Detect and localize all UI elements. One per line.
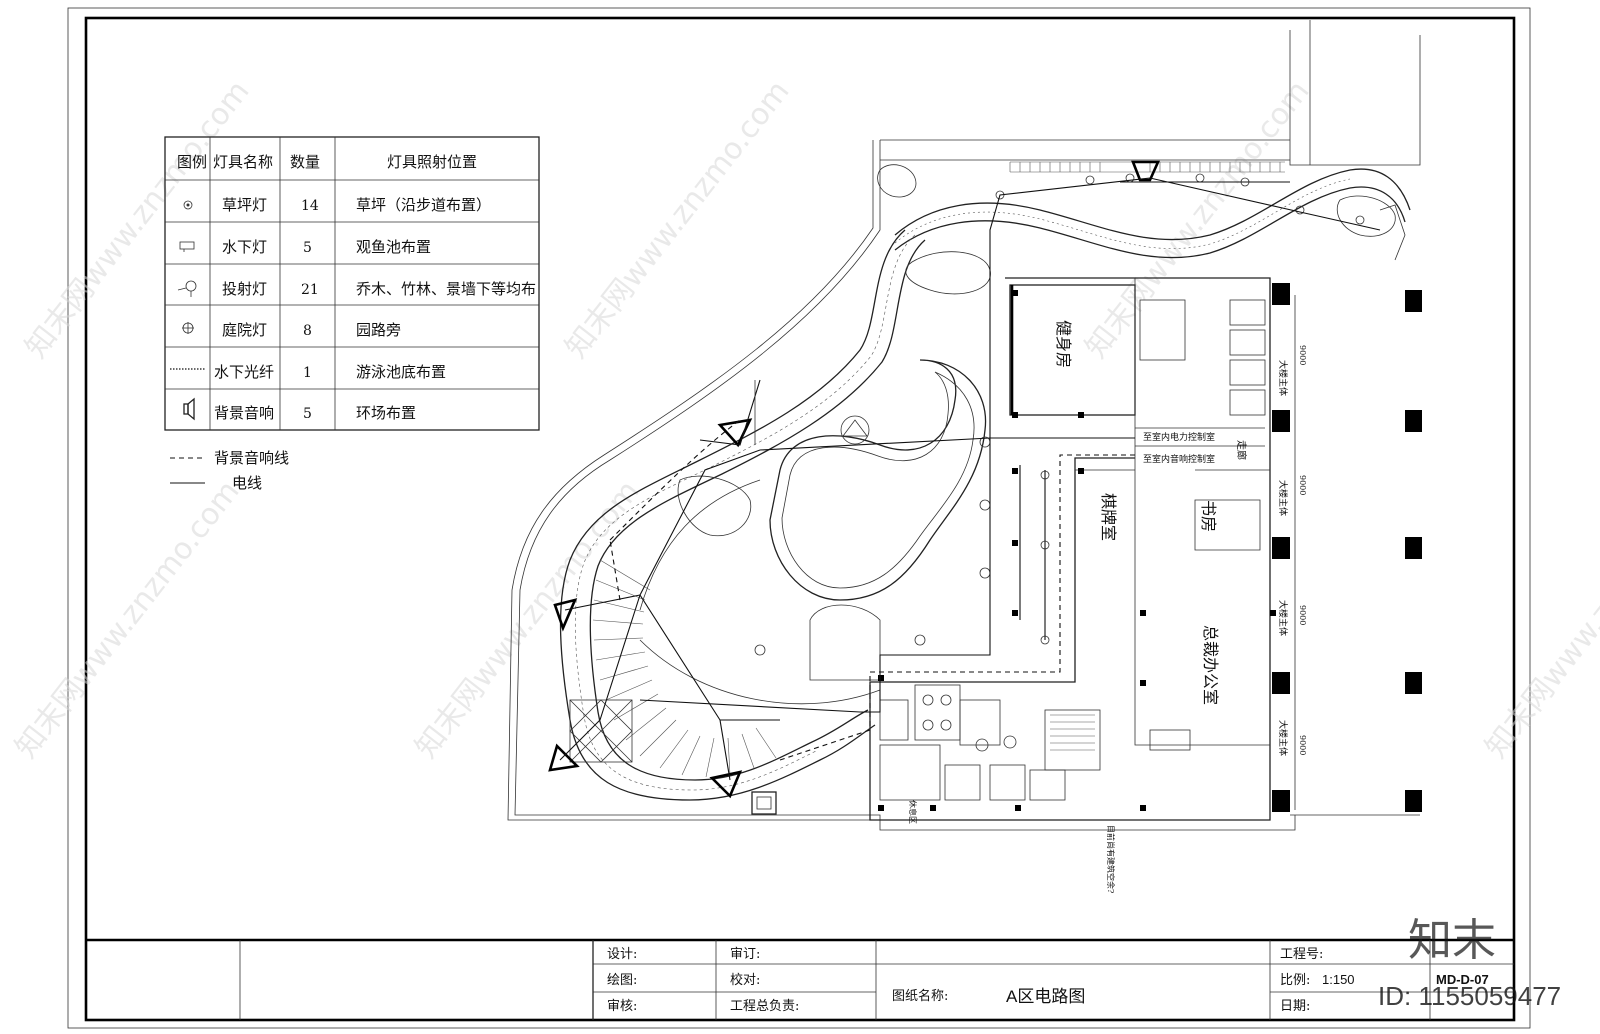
legend-row-position: 园路旁 bbox=[356, 321, 401, 339]
swimming-pool bbox=[769, 359, 987, 601]
legend-header-position: 灯具照射位置 bbox=[387, 153, 477, 171]
fixture-markers bbox=[878, 290, 1276, 811]
dimension-label-2: 9000 bbox=[1298, 475, 1307, 495]
scale-value: 1:150 bbox=[1322, 972, 1355, 987]
legend-header-qty: 数量 bbox=[290, 153, 320, 171]
legend-row-position: 环场布置 bbox=[356, 404, 416, 422]
garden-lamp-icon bbox=[182, 322, 194, 334]
legend-row-qty: 5 bbox=[303, 240, 312, 256]
site-boundary bbox=[514, 140, 1296, 831]
legend-row-name: 背景音响 bbox=[214, 404, 274, 422]
project-no-label: 工程号: bbox=[1280, 947, 1323, 962]
review-label: 审订: bbox=[730, 947, 760, 962]
watermark-site-6: 知末网www.znzmo.com bbox=[1479, 474, 1600, 765]
ceo-office-label: 总裁办公室 bbox=[1201, 625, 1220, 705]
legend-row-name: 投射灯 bbox=[222, 280, 267, 298]
legend-row-position: 观鱼池布置 bbox=[356, 238, 431, 256]
sound-line bbox=[779, 454, 1135, 761]
speaker-icon bbox=[183, 397, 195, 421]
drawing-label: 绘图: bbox=[607, 973, 637, 988]
rest-area-label: 休息区 bbox=[908, 800, 918, 824]
design-label: 设计: bbox=[607, 947, 637, 962]
drawing-number: MD-D-07 bbox=[1436, 972, 1489, 987]
gym-label: 健身房 bbox=[1054, 320, 1073, 368]
id-watermark: ID: 1155059477 bbox=[1378, 981, 1561, 1011]
drawing-frame bbox=[84, 16, 1516, 1022]
watermark-site-3: 知末网www.znzmo.com bbox=[1079, 74, 1317, 365]
site-plan: 健身房 至室内电力控制室 至室内音响控制室 走廊 棋牌室 书房 总裁办公室 bbox=[507, 20, 1422, 893]
sound-room-label: 至室内音响控制室 bbox=[1143, 453, 1215, 465]
legend-row-position: 游泳池底布置 bbox=[356, 363, 446, 381]
pavilion-roof bbox=[569, 699, 633, 763]
watermark-site-2: 知末网www.znzmo.com bbox=[559, 74, 797, 365]
legend-row-position: 乔木、竹林、景墙下等均布 bbox=[356, 280, 536, 298]
bottom-note: 目前尚有建筑空余? bbox=[1106, 825, 1116, 893]
dimension-label-4: 9000 bbox=[1298, 735, 1307, 755]
main-building-label-2: 大楼主体 bbox=[1277, 480, 1289, 516]
legend-header-name: 灯具名称 bbox=[213, 153, 273, 171]
legend-row-qty: 8 bbox=[303, 323, 312, 339]
legend-row-qty: 14 bbox=[301, 198, 319, 214]
legend-row-qty: 1 bbox=[303, 365, 312, 381]
lawn-lamp-icon bbox=[183, 200, 193, 210]
structural-columns bbox=[1272, 283, 1422, 812]
watermark-site-4: 知末网www.znzmo.com bbox=[9, 474, 247, 765]
legend-header-icon: 图例 bbox=[177, 153, 207, 171]
legend-table: 图例 灯具名称 数量 灯具照射位置 草坪灯 14 草坪（沿步道布置） 水下灯 5… bbox=[164, 136, 540, 431]
main-building-label-1: 大楼主体 bbox=[1277, 360, 1289, 396]
drawing-name-label: 图纸名称: bbox=[892, 988, 948, 1004]
drawing-name: A区电路图 bbox=[1006, 987, 1085, 1006]
legend-row-position: 草坪（沿步道布置） bbox=[356, 196, 491, 214]
legend-row-qty: 21 bbox=[301, 282, 319, 298]
dimension-label-1: 9000 bbox=[1298, 345, 1307, 365]
legend-row-qty: 5 bbox=[303, 406, 312, 422]
main-building-label-3: 大楼主体 bbox=[1277, 600, 1289, 636]
chess-room-label: 棋牌室 bbox=[1099, 493, 1118, 541]
power-room-label: 至室内电力控制室 bbox=[1143, 431, 1215, 443]
legend-row-name: 庭院灯 bbox=[222, 321, 267, 339]
study-label: 书房 bbox=[1199, 500, 1218, 532]
line-key-solid-label: 电线 bbox=[232, 474, 262, 492]
main-building-label-4: 大楼主体 bbox=[1277, 720, 1289, 756]
underwater-lamp-icon bbox=[179, 241, 195, 252]
watermark-site-1: 知末网www.znzmo.com bbox=[19, 74, 257, 365]
legend-row-name: 水下灯 bbox=[222, 238, 267, 256]
line-key-dashed-label: 背景音响线 bbox=[214, 449, 289, 467]
corridor-label: 走廊 bbox=[1235, 440, 1248, 460]
legend-border bbox=[164, 136, 540, 431]
proof-label: 校对: bbox=[730, 972, 760, 988]
line-key-list: 背景音响线 电线 bbox=[170, 449, 289, 492]
chief-label: 工程总负责: bbox=[730, 999, 799, 1014]
brand-watermark: 知末 bbox=[1408, 916, 1496, 965]
date-label: 日期: bbox=[1280, 999, 1310, 1014]
legend-row-name: 水下光纤 bbox=[214, 363, 274, 381]
legend-row-name: 草坪灯 bbox=[222, 196, 267, 214]
outer-border bbox=[67, 7, 1531, 1029]
title-block: 设计: 审订: 绘图: 校对: 审核: 工程总负责: 图纸名称: A区电路图 工… bbox=[86, 938, 1514, 1020]
power-line bbox=[860, 437, 1135, 713]
scale-label: 比例: bbox=[1280, 973, 1310, 988]
audit-label: 审核: bbox=[607, 999, 637, 1014]
dimension-label-3: 9000 bbox=[1298, 605, 1307, 625]
spotlight-icon bbox=[177, 280, 197, 297]
